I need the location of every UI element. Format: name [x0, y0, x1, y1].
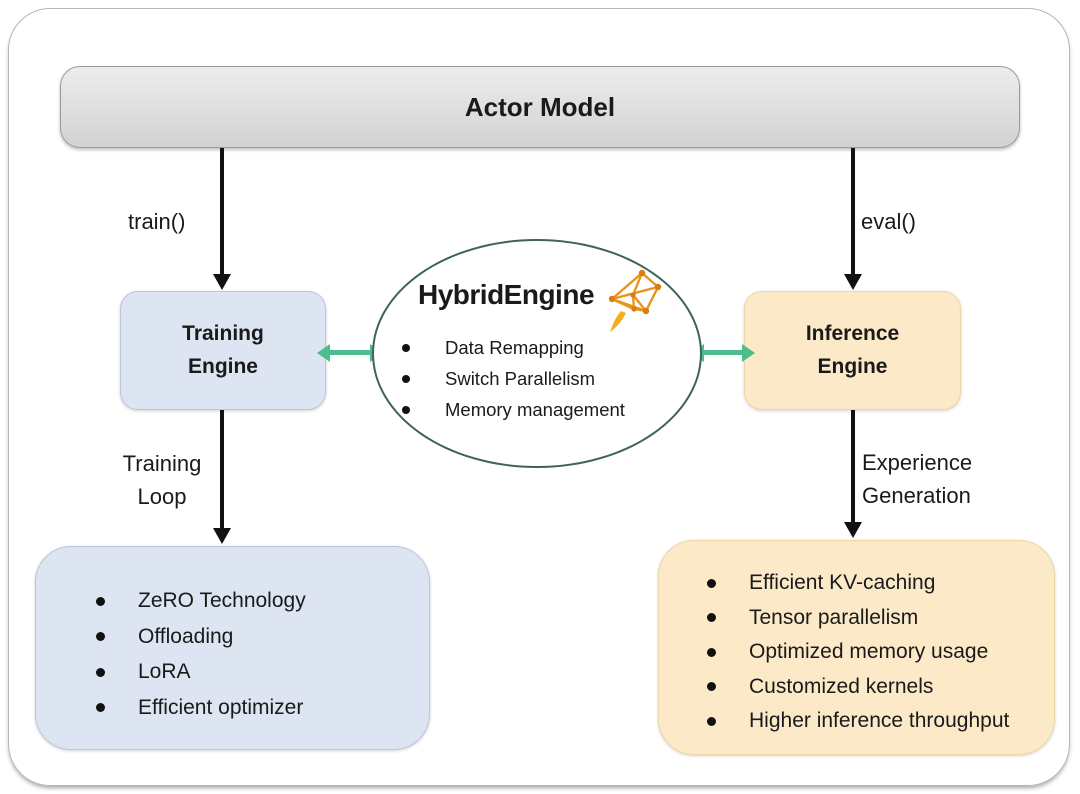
experience-generation-arrow [851, 410, 855, 523]
list-item: Switch Parallelism [402, 368, 625, 390]
training-loop-arrow [220, 410, 224, 529]
training-loop-label-line2: Loop [137, 484, 187, 509]
training-features-box: ZeRO Technology Offloading LoRA Efficien… [35, 546, 430, 750]
training-engine-label-line2: Engine [187, 354, 258, 378]
training-features-list: ZeRO Technology Offloading LoRA Efficien… [36, 547, 429, 720]
list-item: Tensor parallelism [707, 606, 1044, 630]
eval-edge-label: eval() [861, 205, 916, 238]
training-engine-box: Training Engine [120, 291, 326, 410]
hybrid-inference-double-arrow [703, 350, 743, 355]
list-item: Offloading [96, 625, 409, 649]
train-label-text: train() [128, 209, 186, 234]
eval-label-text: eval() [861, 209, 917, 234]
list-item: Optimized memory usage [707, 640, 1044, 664]
training-hybrid-double-arrow [329, 350, 371, 355]
eval-arrow [851, 148, 855, 275]
flame-shape [610, 311, 626, 332]
actor-model-label: Actor Model [464, 91, 616, 122]
experience-label-line2: Generation [862, 483, 971, 508]
hybrid-engine-title: HybridEngine [418, 279, 595, 310]
list-item: ZeRO Technology [96, 589, 409, 613]
train-edge-label: train() [128, 205, 185, 238]
inference-engine-label-line2: Engine [817, 354, 888, 378]
train-arrow [220, 148, 224, 275]
inference-features-box: Efficient KV-caching Tensor parallelism … [658, 540, 1055, 755]
list-item: Memory management [402, 399, 625, 421]
inference-engine-label-line1: Inference [805, 321, 900, 345]
training-engine-label-line1: Training [182, 321, 264, 345]
inference-features-list: Efficient KV-caching Tensor parallelism … [659, 541, 1054, 733]
actor-model-box: Actor Model [60, 66, 1020, 148]
verl-logo-icon [608, 269, 662, 332]
list-item: Higher inference throughput [707, 709, 1044, 733]
list-item: Data Remapping [402, 337, 625, 359]
list-item: LoRA [96, 660, 409, 684]
hybrid-engine-ellipse: HybridEngine Data Remapping [372, 239, 702, 468]
list-item: Efficient KV-caching [707, 571, 1044, 595]
outer-frame [8, 8, 1070, 786]
inference-engine-box: Inference Engine [744, 291, 961, 410]
experience-label-line1: Experience [862, 450, 973, 475]
training-loop-label-line1: Training [122, 451, 202, 476]
experience-generation-label: Experience Generation [862, 446, 972, 512]
training-loop-label: Training Loop [110, 447, 214, 513]
hybrid-engine-feature-list: Data Remapping Switch Parallelism Memory… [402, 337, 625, 430]
list-item: Efficient optimizer [96, 696, 409, 720]
list-item: Customized kernels [707, 675, 1044, 699]
